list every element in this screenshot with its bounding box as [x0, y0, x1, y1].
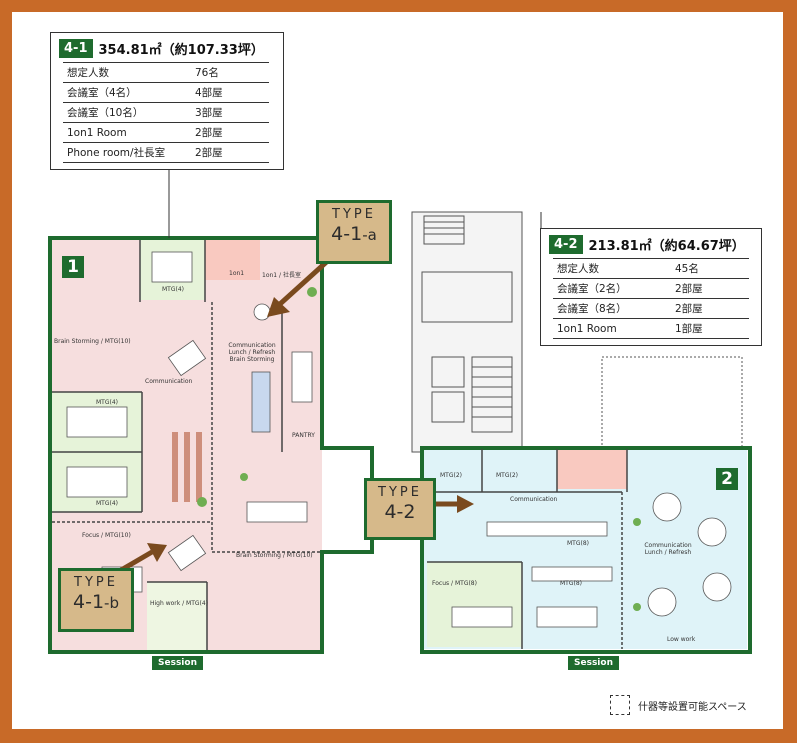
interior-walls	[52, 240, 628, 650]
dashed-square-icon	[610, 695, 630, 715]
table-row: 会議室（2名）2部屋	[553, 278, 749, 299]
area-number-2: 2	[716, 468, 738, 490]
room-label: MTG(4)	[162, 286, 184, 293]
area-number-1: 1	[62, 256, 84, 278]
type-code: 4-1-b	[61, 591, 131, 613]
row-label: 会議室（4名）	[63, 82, 191, 103]
room-label: Low work	[667, 636, 696, 643]
shelving	[172, 432, 202, 502]
row-value: 4部屋	[191, 82, 269, 103]
info-4-2-header: 4-2 213.81㎡（約64.67坪）	[549, 235, 753, 254]
furniture	[66, 251, 732, 628]
info-4-2-area: 213.81㎡（約64.67坪）	[588, 239, 745, 254]
row-value: 2部屋	[671, 298, 749, 319]
room-label: MTG(4)	[96, 399, 118, 406]
high-work-zone	[147, 582, 207, 650]
type-main: 4-1	[331, 223, 363, 245]
session-label-right: Session	[568, 656, 619, 670]
one-on-one-zone	[205, 240, 260, 280]
info-4-1-tag: 4-1	[59, 39, 93, 58]
room-label: MTG(2)	[496, 472, 518, 479]
room-label: Communication Lunch / Refresh	[644, 542, 692, 556]
room-label: PANTRY	[292, 432, 315, 439]
focus-mtg8-zone	[427, 562, 522, 647]
info-4-1-header: 4-1 354.81㎡（約107.33坪）	[59, 39, 275, 58]
row-value: 3部屋	[191, 102, 269, 123]
room-label: MTG(4)	[96, 500, 118, 507]
row-label: 想定人数	[553, 258, 671, 279]
type-main: 4-1	[73, 591, 105, 613]
type-main: 4-2	[384, 501, 416, 523]
type-word: TYPE	[332, 207, 376, 222]
row-label: 会議室（2名）	[553, 278, 671, 299]
table-row: 会議室（10名）3部屋	[63, 102, 269, 123]
row-value: 76名	[191, 62, 269, 83]
room-label: 1on1 / 社長室	[262, 272, 301, 279]
legend: 什器等設置可能スペース	[610, 695, 747, 715]
row-value: 2部屋	[191, 122, 269, 143]
type-box-4-1-a: TYPE 4-1-a	[316, 200, 392, 264]
row-value: 2部屋	[671, 278, 749, 299]
row-value: 2部屋	[191, 142, 269, 163]
row-label: 1on1 Room	[63, 122, 191, 143]
type-suffix: -a	[362, 226, 377, 244]
type-word: TYPE	[74, 575, 118, 590]
plants	[197, 287, 641, 611]
area-2-red-room	[557, 449, 627, 489]
room-label: Focus / MTG(10)	[82, 532, 131, 539]
info-4-1-area: 354.81㎡（約107.33坪）	[98, 43, 264, 58]
info-4-2-tag: 4-2	[549, 235, 583, 254]
row-value: 1部屋	[671, 318, 749, 339]
room-label: 1on1	[229, 270, 245, 277]
row-value: 45名	[671, 258, 749, 279]
room-label: MTG(8)	[567, 540, 589, 547]
table-row: 会議室（8名）2部屋	[553, 298, 749, 319]
session-label-left: Session	[152, 656, 203, 670]
row-label: Phone room/社長室	[63, 142, 191, 163]
room-label: MTG(8)	[560, 580, 582, 587]
row-label: 1on1 Room	[553, 318, 671, 339]
table-row: 会議室（4名）4部屋	[63, 82, 269, 103]
row-label: 想定人数	[63, 62, 191, 83]
room-label: High work / MTG(4)	[150, 600, 209, 607]
room-label: Communication	[145, 378, 193, 385]
type-box-4-1-b: TYPE 4-1-b	[58, 568, 134, 632]
room-label: MTG(2)	[440, 472, 462, 479]
room-label: Brain Storming / MTG(10)	[236, 552, 313, 559]
room-label: Communication	[510, 496, 558, 503]
room-label: Focus / MTG(8)	[432, 580, 477, 587]
area-2-outline	[420, 446, 752, 654]
type-code: 4-2	[367, 501, 433, 523]
row-label: 会議室（10名）	[63, 102, 191, 123]
type-word: TYPE	[378, 485, 422, 500]
type-code: 4-1-a	[319, 223, 389, 245]
area-1-outline	[48, 236, 374, 654]
legend-text: 什器等設置可能スペース	[638, 701, 747, 713]
row-label: 会議室（8名）	[553, 298, 671, 319]
building-core	[411, 211, 743, 453]
room-label: Brain Storming / MTG(10)	[54, 338, 131, 345]
type-box-4-2: TYPE 4-2	[364, 478, 436, 540]
room-label: Communication Lunch / Refresh Brain Stor…	[228, 342, 276, 363]
type-suffix: -b	[104, 594, 119, 612]
